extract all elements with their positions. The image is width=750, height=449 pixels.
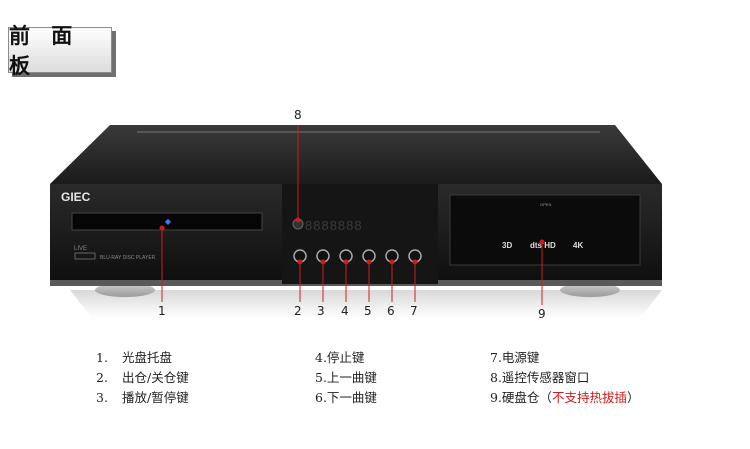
hot-swap-warning: 不支持热拔插 xyxy=(551,390,627,405)
vfd-display: 8888888 xyxy=(305,218,363,233)
legend-item-6: 6.下一曲键 xyxy=(315,390,377,405)
brand-logo: GIEC xyxy=(61,190,91,204)
legend-item-7: 7.电源键 xyxy=(490,350,540,365)
callout-9: 9 xyxy=(538,307,546,321)
top-panel xyxy=(50,125,662,184)
callout-8: 8 xyxy=(294,108,302,122)
logo-dts: dts HD xyxy=(530,241,556,250)
callout-2: 2 xyxy=(294,304,302,318)
callout-lines xyxy=(159,125,545,305)
front-buttons xyxy=(293,249,422,263)
floor-reflection xyxy=(70,290,662,318)
callout-1: 1 xyxy=(158,304,166,318)
legend-item-1: 1.光盘托盘 xyxy=(96,350,173,365)
left-foot xyxy=(95,283,155,297)
legend-item-2: 2.出仓/关仓键 xyxy=(96,370,189,385)
disc-tray xyxy=(71,212,263,231)
legend-item-9: 9.硬盘仓（不支持热拔插） xyxy=(490,390,640,405)
legend-item-8: 8.遥控传感器窗口 xyxy=(490,370,590,385)
live-logo: LIVE xyxy=(74,246,87,252)
bluray-logo: ◆ xyxy=(165,217,172,226)
player-illustration: ◆ GIEC BLU-RAY DISC PLAYER LIVE 8888888 … xyxy=(50,125,662,318)
hdd-bay xyxy=(449,194,641,266)
display-panel xyxy=(282,184,438,284)
legend-item-5: 5.上一曲键 xyxy=(315,370,377,385)
callout-5: 5 xyxy=(364,304,372,318)
right-foot xyxy=(560,283,620,297)
legend-item-4: 4.停止键 xyxy=(315,350,365,365)
callout-6: 6 xyxy=(387,304,395,318)
callout-4: 4 xyxy=(341,304,349,318)
section-title: 前 面 板 xyxy=(8,24,112,78)
open-label: OPEN xyxy=(540,202,551,207)
legend-item-3: 3.播放/暂停键 xyxy=(96,390,189,405)
callout-3: 3 xyxy=(317,304,325,318)
callout-7: 7 xyxy=(410,304,418,318)
logo-4k: 4K xyxy=(573,241,583,250)
logo-3d: 3D xyxy=(502,241,512,250)
disc-label: BLU-RAY DISC PLAYER xyxy=(100,255,156,261)
dolby-logo xyxy=(74,252,96,260)
